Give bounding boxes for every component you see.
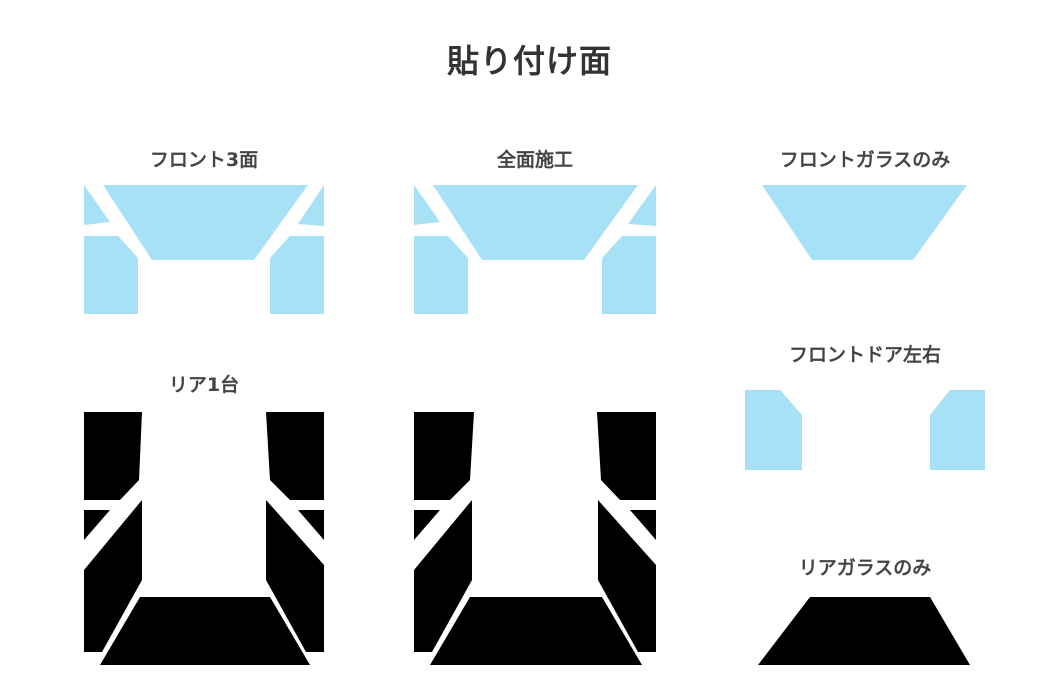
front-left-door	[84, 236, 138, 314]
label-front-glass-only: フロントガラスのみ	[779, 149, 951, 171]
rear-right-upper	[266, 412, 324, 500]
rear-dark	[84, 412, 324, 665]
full-rear-right-door	[598, 500, 656, 652]
label-front-doors: フロントドア左右	[788, 344, 941, 366]
full-left-door	[414, 236, 468, 314]
front-right-door	[270, 236, 324, 314]
full-dark	[414, 412, 656, 665]
rear-left-door	[84, 500, 142, 652]
full-right-quarter	[628, 185, 656, 226]
full-rear-glass	[430, 597, 642, 665]
rear-left-upper	[84, 412, 142, 500]
full-rear-right-upper	[597, 412, 656, 500]
rear-left-small	[84, 510, 110, 540]
full-rear-left-door	[414, 500, 472, 652]
rear-right-small	[298, 510, 324, 540]
label-full: 全面施工	[496, 149, 573, 171]
front-glass-only	[762, 185, 967, 260]
front-door-right	[930, 390, 985, 470]
label-rear-glass-only: リアガラスのみ	[798, 557, 932, 579]
label-front-three: フロント3面	[149, 149, 259, 171]
full-windshield	[433, 185, 638, 260]
front-glass-only-windshield	[762, 185, 967, 260]
front-three-light	[84, 185, 324, 314]
rear-glass-only-glass	[758, 597, 970, 665]
front-left-quarter	[84, 185, 110, 225]
front-door-left	[745, 390, 802, 470]
full-rear-left-small	[414, 510, 440, 540]
rear-right-door	[266, 500, 324, 652]
full-left-quarter	[414, 185, 440, 225]
front-right-quarter	[298, 185, 324, 226]
front-windshield	[103, 185, 308, 260]
full-light	[414, 185, 656, 314]
rear-glass	[100, 597, 310, 665]
front-doors-light	[745, 390, 985, 470]
full-right-door	[602, 236, 656, 314]
rear-glass-only	[758, 597, 970, 665]
full-rear-right-small	[630, 510, 656, 540]
page-title: 貼り付け面	[446, 42, 612, 80]
label-rear: リア1台	[168, 374, 240, 396]
full-rear-left-upper	[414, 412, 474, 500]
